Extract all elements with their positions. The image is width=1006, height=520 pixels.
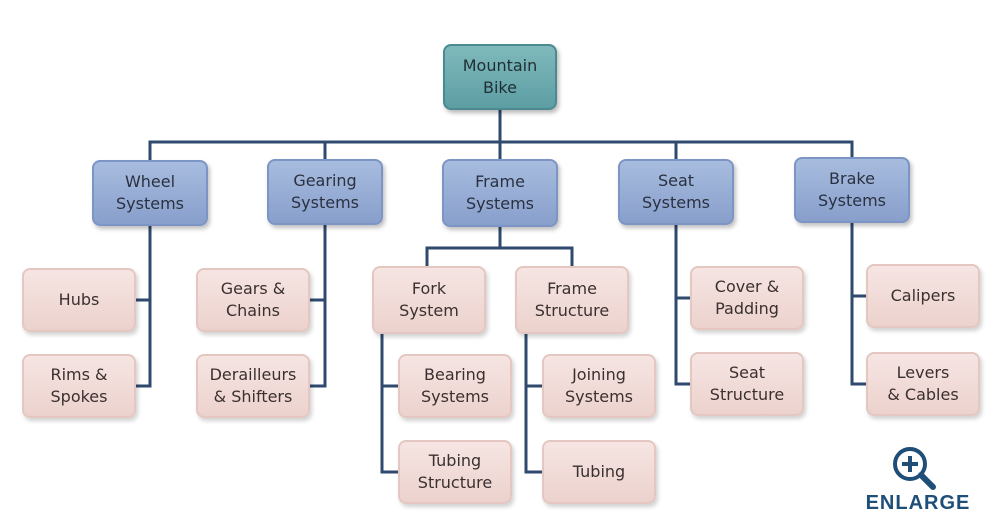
node-levers-cables: Levers & Cables xyxy=(866,352,980,416)
node-gearing-systems: Gearing Systems xyxy=(267,159,383,225)
node-brake-systems: Brake Systems xyxy=(794,157,910,223)
node-gears-chains: Gears & Chains xyxy=(196,268,310,332)
node-mountain-bike: Mountain Bike xyxy=(443,44,557,110)
node-rims-spokes: Rims & Spokes xyxy=(22,354,136,418)
node-calipers: Calipers xyxy=(866,264,980,328)
node-tubing: Tubing xyxy=(542,440,656,504)
node-frame-systems: Frame Systems xyxy=(442,159,558,227)
node-bearing-systems: Bearing Systems xyxy=(398,354,512,418)
node-frame-structure: Frame Structure xyxy=(515,266,629,334)
node-hubs: Hubs xyxy=(22,268,136,332)
node-seat-systems: Seat Systems xyxy=(618,159,734,225)
node-cover-padding: Cover & Padding xyxy=(690,266,804,330)
enlarge-label: ENLARGE xyxy=(865,492,971,514)
node-fork-system: Fork System xyxy=(372,266,486,334)
enlarge-button[interactable]: ENLARGE xyxy=(852,444,984,516)
node-tubing-structure: Tubing Structure xyxy=(398,440,512,504)
node-wheel-systems: Wheel Systems xyxy=(92,160,208,226)
node-seat-structure: Seat Structure xyxy=(690,352,804,416)
node-derailleurs-shifters: Derailleurs & Shifters xyxy=(196,354,310,418)
node-joining-systems: Joining Systems xyxy=(542,354,656,418)
magnifier-plus-icon xyxy=(893,447,936,490)
